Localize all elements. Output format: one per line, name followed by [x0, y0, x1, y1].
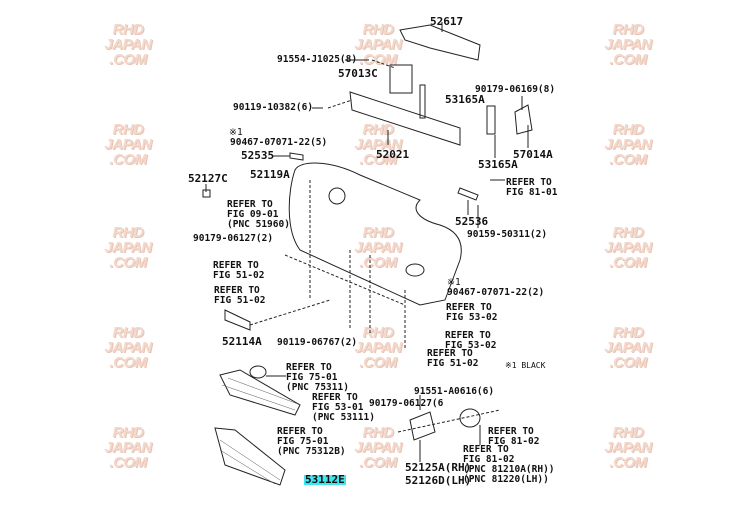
part-52617 [399, 24, 481, 61]
part-53111-grille-upper [219, 369, 301, 416]
label-52127c: 52127C [188, 172, 228, 185]
label-57013c: 57013C [338, 67, 378, 80]
label-53165a-2: 53165A [478, 158, 518, 171]
part-52535 [289, 152, 304, 161]
part-53112e-grille [214, 427, 286, 486]
part-52119a-bumper-cover [288, 162, 462, 306]
label-90179-06127-2: 90179-06127(2) [193, 233, 274, 244]
label-90467-2: 90467-07071-22(2) [447, 287, 545, 298]
part-57014a [514, 104, 533, 135]
label-53165a: 53165A [445, 93, 485, 106]
label-52617: 52617 [430, 15, 464, 28]
label-57014a: 57014A [513, 148, 553, 161]
note-mark: ※1 [229, 127, 243, 138]
label-91554: 91554-J1025(8) [277, 54, 358, 65]
label-52536: 52536 [455, 215, 489, 228]
part-52125a-fog-cover [409, 411, 436, 441]
label-52125a: 52125A(RH) [405, 461, 472, 474]
part-57013c [389, 64, 413, 94]
part-52114a [224, 309, 251, 331]
label-52119a: 52119A [250, 168, 290, 181]
label-90119-10382: 90119-10382(6) [233, 102, 314, 113]
label-90179-06169: 90179-06169(8) [475, 84, 556, 95]
label-52126d: 52126D(LH) [405, 474, 472, 487]
note-black: ※1 BLACK [505, 361, 546, 370]
label-53112e-highlighted[interactable]: 53112E [304, 473, 346, 486]
label-90179-06127-6: 90179-06127(6 [369, 398, 444, 409]
label-52114a: 52114A [222, 335, 262, 348]
part-53165a [486, 105, 496, 135]
part-52127c [202, 189, 211, 198]
label-52021: 52021 [376, 148, 410, 161]
label-52535: 52535 [241, 149, 275, 162]
part-52021 [349, 91, 461, 146]
label-91551: 91551-A0616(6) [414, 386, 495, 397]
label-90159: 90159-50311(2) [467, 229, 548, 240]
label-90467-5: 90467-07071-22(5) [230, 137, 328, 148]
part-52536 [457, 187, 479, 201]
label-90119-06767: 90119-06767(2) [277, 337, 358, 348]
note-mark-2: ※1 [447, 277, 461, 288]
